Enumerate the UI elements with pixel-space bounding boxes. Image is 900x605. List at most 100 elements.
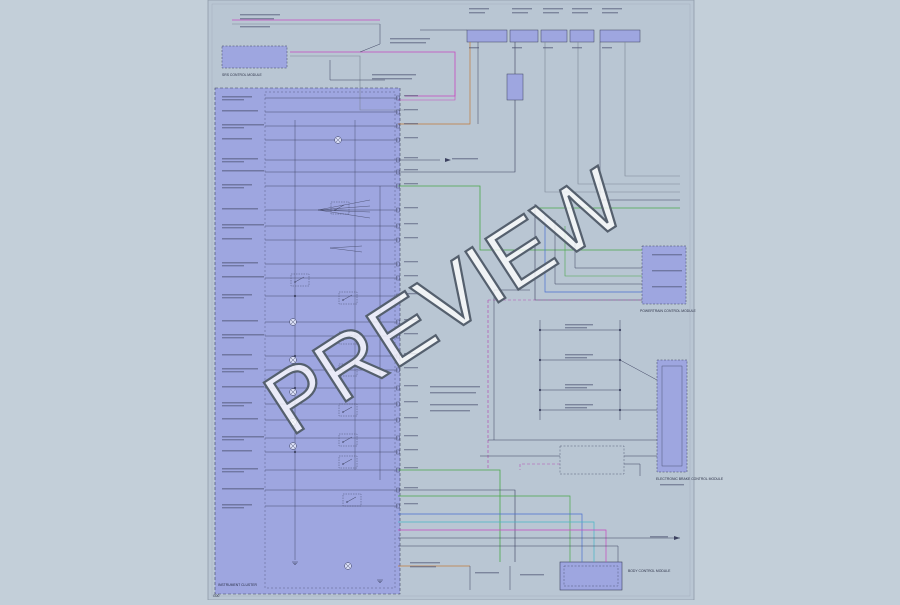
wire-ladder-out [619, 359, 658, 381]
pin-mark [396, 275, 400, 281]
switch-blade [342, 334, 353, 341]
pin-description [222, 488, 264, 490]
switch-blade [346, 496, 357, 503]
center-top-label [390, 38, 430, 40]
pin-description [222, 127, 244, 129]
bottom-note [410, 566, 436, 568]
pin-mark [396, 401, 400, 407]
switch-pivot [334, 209, 336, 211]
pin-description [222, 238, 252, 240]
internal-switch-6 [338, 433, 358, 447]
pin-description [222, 297, 244, 299]
mid-note [430, 392, 476, 394]
pin-mark [396, 353, 400, 359]
top-left-label [240, 18, 274, 20]
pin-mark [396, 157, 400, 163]
wire-code-label [404, 385, 418, 387]
lamp-cross [290, 419, 296, 425]
ladder-node [618, 388, 622, 392]
wire-relay-out [624, 463, 641, 476]
wire-bottom-2 [398, 545, 619, 562]
mid-note [430, 386, 480, 388]
wire-bottom-cyan [398, 521, 595, 562]
mid-note [430, 410, 470, 412]
module-a-pin [652, 286, 682, 288]
lamp-cross [290, 389, 296, 395]
wire-code-label [404, 449, 418, 451]
top-left-module-body [221, 45, 288, 69]
pin-description [222, 170, 264, 172]
wire-code-label [404, 183, 418, 185]
arrow-head [445, 158, 451, 162]
connector-label [572, 8, 592, 10]
module-a-pin [652, 254, 682, 256]
internal-node [293, 294, 297, 298]
pin-description [222, 471, 244, 473]
pin-mark [396, 261, 400, 267]
pin-description [222, 224, 264, 226]
right-module-b-label: ELECTRONIC BRAKE CONTROL MODULE [656, 477, 724, 481]
connector-label [602, 12, 618, 14]
connector-label [543, 8, 563, 10]
center-label [372, 78, 412, 80]
main-module-label: INSTRUMENT CLUSTER [218, 583, 257, 587]
module-b-note [660, 484, 684, 486]
main-module-body [214, 87, 401, 595]
arrow-head [674, 536, 680, 540]
wire-selector-fan [317, 209, 371, 213]
sheet-inner-border [211, 3, 691, 597]
wire-green-main [398, 185, 642, 251]
pin-mark [396, 109, 400, 115]
arrow-label [452, 158, 478, 160]
internal-switch-5 [338, 403, 358, 417]
connector-pin-label [602, 47, 612, 49]
wire-gray-feed [290, 55, 405, 111]
top-connector-3 [540, 29, 568, 43]
internal-switch-4 [338, 363, 358, 377]
wire-rt-link [493, 289, 530, 440]
ladder-label [565, 384, 593, 386]
wire-code-label [404, 207, 418, 209]
pin-mark [396, 123, 400, 129]
pin-description [222, 227, 244, 229]
wire-bottom-pink [398, 529, 607, 562]
ladder-node [538, 408, 542, 412]
connector-pin-label [543, 47, 553, 49]
connector-pin-label [572, 47, 582, 49]
wire-code-label [404, 401, 418, 403]
wire-code-label [404, 333, 418, 335]
wire-gray-right-1 [544, 42, 680, 193]
internal-node [293, 450, 297, 454]
ladder-label [565, 387, 587, 389]
pin-description [222, 504, 252, 506]
switch-blade [342, 366, 353, 373]
lamp-cross [290, 357, 296, 363]
pin-description [222, 208, 258, 210]
connector-pin-label [512, 47, 522, 49]
connector-label [543, 12, 559, 14]
bottom-note [410, 562, 440, 564]
pin-description [222, 368, 258, 370]
lamp-cross [335, 137, 341, 143]
wire-code-label [404, 109, 418, 111]
pin-description [222, 184, 252, 186]
wire-code-label [404, 503, 418, 505]
wire-gray-right-2 [577, 42, 680, 185]
switch-pivot [342, 463, 344, 465]
internal-node [293, 386, 297, 390]
wire-green-right-2 [564, 226, 642, 277]
top-left-module-label: SRS CONTROL MODULE [222, 73, 263, 77]
connector-label [512, 12, 528, 14]
pin-description [222, 354, 252, 356]
top-connector-5 [599, 29, 641, 43]
wire-selector-fan-2 [329, 245, 363, 249]
right-module-b-inner [661, 365, 683, 467]
right-module-b-body [656, 359, 688, 473]
wire-code-label [404, 293, 418, 295]
pin-description [222, 337, 244, 339]
wire-relay-dash [519, 463, 560, 470]
wire-code-label [404, 367, 418, 369]
ladder-label [565, 357, 587, 359]
pin-mark [396, 487, 400, 493]
pin-description [222, 450, 252, 452]
